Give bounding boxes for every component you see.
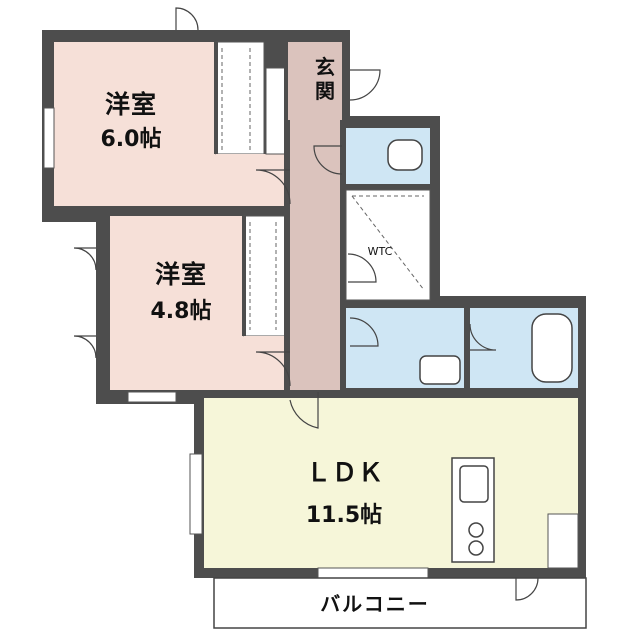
balcony-label: バルコニー <box>320 592 430 616</box>
bedroom-2-name: 洋室 <box>154 260 207 289</box>
shoe-closet <box>265 67 287 155</box>
bedroom-1-name: 洋室 <box>104 90 157 119</box>
door-swings <box>73 7 539 601</box>
bedroom-2-closet <box>243 215 287 337</box>
bedroom-2-floor-extension <box>244 336 286 390</box>
entrance-floor <box>286 42 342 120</box>
fixtures <box>387 139 573 563</box>
hallway-floor <box>290 120 342 390</box>
toilet <box>387 139 423 171</box>
bedroom-1-size: 6.0帖 <box>100 127 162 152</box>
entrance-label-line2: 関 <box>315 79 335 103</box>
ldk-size: 11.5帖 <box>305 503 383 528</box>
bedroom-2-floor <box>110 216 244 390</box>
windows <box>43 107 429 579</box>
closet-dashes <box>221 48 425 330</box>
interior-walls <box>54 42 578 394</box>
bedroom-1-closet <box>215 41 265 155</box>
bedroom-2-size: 4.8帖 <box>150 299 212 324</box>
stove-burner-1 <box>468 522 484 538</box>
ldk-floor <box>204 398 578 568</box>
ldk-name: ＬＤＫ <box>305 458 384 487</box>
balcony-outline <box>213 577 587 629</box>
washbasin <box>419 355 461 385</box>
wtc-label: WTC <box>367 245 393 258</box>
entrance-label-line1: 玄 <box>315 55 335 79</box>
kitchen-sink <box>459 465 489 503</box>
bedroom-1-floor <box>54 42 216 208</box>
ldk-storage <box>547 513 579 569</box>
stove-burner-2 <box>468 540 484 556</box>
bedroom-1-floor-extension <box>216 154 286 208</box>
bathtub <box>531 313 573 383</box>
